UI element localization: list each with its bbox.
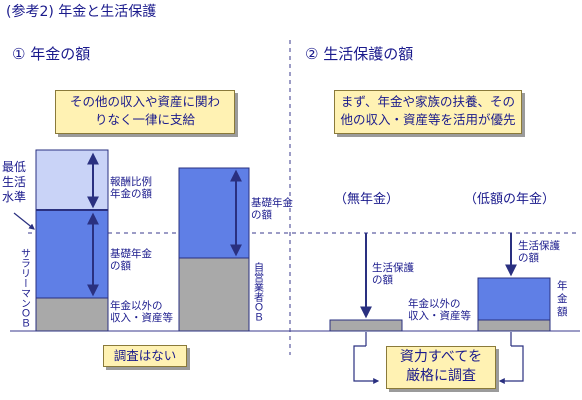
selfemployed-basic-label: 基礎年金 の額 bbox=[251, 197, 293, 222]
welfare-label-lowpension: 生活保護 の額 bbox=[518, 240, 560, 265]
selfemployed-basic-bar bbox=[178, 167, 250, 259]
bracket-right bbox=[498, 345, 524, 384]
selfemployed-other-bar bbox=[178, 257, 250, 332]
left-heading: ① 年金の額 bbox=[12, 45, 91, 63]
basic-label: 基礎年金 の額 bbox=[110, 248, 152, 273]
no-investigation-box: 調査はない bbox=[103, 345, 187, 367]
no-pension-label: （無年金） bbox=[334, 192, 400, 207]
salaryman-proportional-bar bbox=[35, 149, 109, 211]
right-other-income-label: 年金以外の 収入・資産等 bbox=[408, 298, 471, 323]
salaryman-other-bar bbox=[35, 297, 109, 332]
page-title: (参考2) 年金と生活保護 bbox=[6, 4, 157, 20]
nopension-other-bar bbox=[329, 319, 403, 332]
lowpension-other-bar bbox=[477, 319, 551, 332]
salaryman-basic-bar bbox=[35, 209, 109, 299]
left-info-box: その他の収入や資産に関わ りなく一律に支給 bbox=[55, 90, 235, 134]
strict-investigation-box: 資力すべてを 厳格に調査 bbox=[386, 346, 496, 389]
low-pension-label: （低額の年金） bbox=[464, 192, 556, 207]
min-living-pointer bbox=[13, 212, 35, 230]
pension-amount-label: 年金額 bbox=[557, 280, 568, 318]
lowpension-pension-bar bbox=[477, 277, 551, 321]
selfemployed-ob-label: 自営業者ＯＢ bbox=[251, 262, 263, 322]
salaryman-ob-label: サラリーマンＯＢ bbox=[18, 248, 30, 328]
right-info-box: まず、年金や家族の扶養、その 他の収入・資産等を活用が優先 bbox=[334, 90, 522, 134]
min-living-label: 最低 生活 水準 bbox=[2, 160, 27, 204]
left-other-income-label: 年金以外の 収入・資産等 bbox=[110, 300, 173, 325]
proportional-label: 報酬比例 年金の額 bbox=[110, 176, 152, 201]
right-heading: ② 生活保護の額 bbox=[305, 45, 414, 63]
welfare-label-nopension: 生活保護 の額 bbox=[372, 262, 414, 287]
bracket-left bbox=[353, 345, 380, 384]
